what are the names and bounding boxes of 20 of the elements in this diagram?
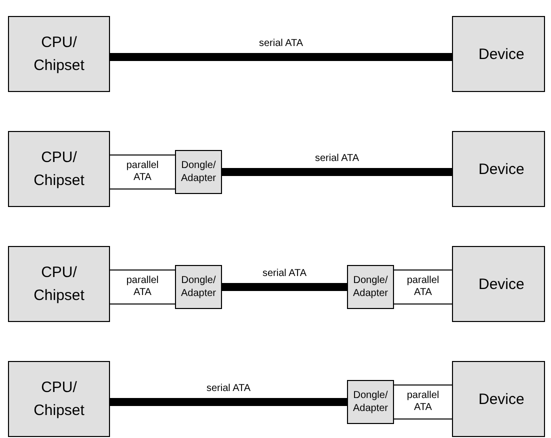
parallel-cable	[110, 270, 176, 304]
serial-cable	[110, 398, 347, 406]
chipset-box: CPU/ Chipset	[8, 246, 110, 322]
chipset-box: CPU/ Chipset	[8, 361, 110, 437]
device-box: Device	[452, 246, 545, 322]
serial-cable	[110, 53, 452, 61]
device-box: Device	[452, 131, 545, 207]
adapter-box: Dongle/ Adapter	[347, 265, 394, 309]
adapter-box: Dongle/ Adapter	[175, 150, 222, 194]
parallel-cable	[394, 270, 452, 304]
adapter-box: Dongle/ Adapter	[175, 265, 222, 309]
chipset-box: CPU/ Chipset	[8, 16, 110, 92]
serial-cable	[222, 283, 347, 291]
parallel-cable	[110, 154, 176, 190]
parallel-cable	[394, 384, 452, 420]
device-box: Device	[452, 361, 545, 437]
serial-cable	[222, 168, 452, 176]
chipset-box: CPU/ Chipset	[8, 131, 110, 207]
device-box: Device	[452, 16, 545, 92]
adapter-box: Dongle/ Adapter	[347, 380, 394, 424]
